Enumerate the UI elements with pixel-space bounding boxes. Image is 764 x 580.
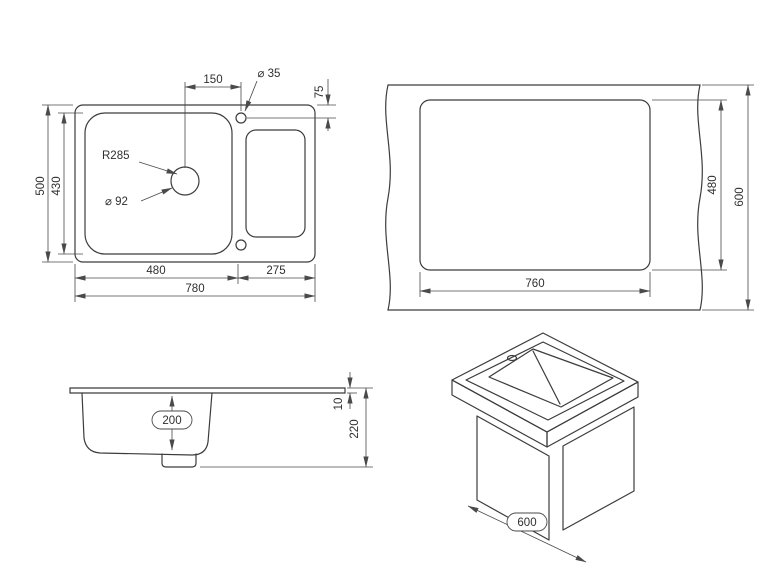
dim-iso-base: 600 — [467, 505, 587, 563]
iso-side-left — [451, 379, 548, 448]
dim-bowl-depth-section: 200 — [151, 395, 193, 451]
dim-label-board-width: 275 — [266, 265, 285, 277]
leader-line — [138, 161, 178, 175]
dim-bottom-widths: 480 275 780 — [74, 264, 316, 302]
dim-badge — [506, 512, 548, 532]
dim-cutout-depth: 480 — [652, 99, 727, 271]
bowl-profile — [81, 392, 213, 456]
iso-tap-hole — [506, 354, 518, 362]
label-bowl-radius: R285 — [102, 150, 178, 175]
dim-line — [467, 505, 587, 563]
dim-label-tap-hole: ⌀ 35 — [258, 68, 281, 80]
iso-side-right — [546, 381, 639, 448]
dim-rim-height: 10 — [333, 372, 373, 410]
cutout-outline — [419, 99, 651, 271]
iso-view: 600 — [451, 332, 639, 563]
dim-label-total-width: 780 — [185, 283, 204, 295]
dim-label-rim-height: 10 — [333, 398, 345, 411]
dim-label-total-height: 220 — [349, 419, 361, 438]
tap-hole-bottom — [235, 239, 247, 251]
dim-label-cutout-width: 760 — [525, 278, 544, 290]
drain-hole — [170, 166, 200, 196]
iso-stand-right-panel — [562, 406, 635, 531]
iso-rim-inner — [465, 341, 625, 421]
leader-line — [244, 80, 258, 112]
dim-label-total-depth: 500 — [35, 176, 47, 195]
dim-cutout-width: 760 — [419, 272, 651, 297]
dim-badge — [151, 410, 193, 430]
dim-label-tap-span: 150 — [203, 74, 222, 86]
plan-view: 150 ⌀ 35 75 500 430 R285 — [35, 68, 336, 302]
dim-bowl-depth: 430 — [51, 112, 83, 255]
label-tap-hole-dia: ⌀ 35 — [244, 68, 281, 112]
dim-label-bowl-depth-section: 200 — [162, 415, 181, 427]
tap-hole-top — [235, 112, 247, 124]
iso-bowl — [488, 348, 614, 408]
leader-line — [140, 187, 173, 202]
dim-label-tap-offset: 75 — [314, 86, 326, 99]
label-drain-dia: ⌀ 92 — [105, 187, 173, 208]
drainboard-outline — [245, 129, 306, 238]
dim-label-bowl-radius: R285 — [102, 150, 130, 162]
bowl-outline — [84, 112, 233, 255]
dim-total-height: 220 — [200, 387, 373, 468]
sink-outline — [74, 104, 316, 263]
break-line-left — [385, 84, 391, 311]
dim-label-drain-dia: ⌀ 92 — [105, 196, 128, 208]
dim-tap-span: 150 — [184, 74, 242, 168]
dim-label-bowl-width: 480 — [146, 265, 165, 277]
break-line-right — [697, 84, 703, 311]
dim-total-depth: 500 — [35, 104, 73, 263]
iso-bowl-crease — [532, 350, 561, 405]
dim-label-iso-base: 600 — [517, 517, 536, 529]
dim-counter-depth: 600 — [702, 84, 754, 311]
section-view: 200 10 220 — [69, 372, 373, 468]
dim-tap-offset: 75 — [247, 79, 336, 131]
dim-label-bowl-depth: 430 — [51, 176, 63, 195]
cutout-view: 760 480 600 — [385, 84, 754, 311]
dim-label-cutout-depth: 480 — [707, 175, 719, 194]
drain-stub — [161, 453, 197, 468]
dim-label-counter-depth: 600 — [734, 187, 746, 206]
